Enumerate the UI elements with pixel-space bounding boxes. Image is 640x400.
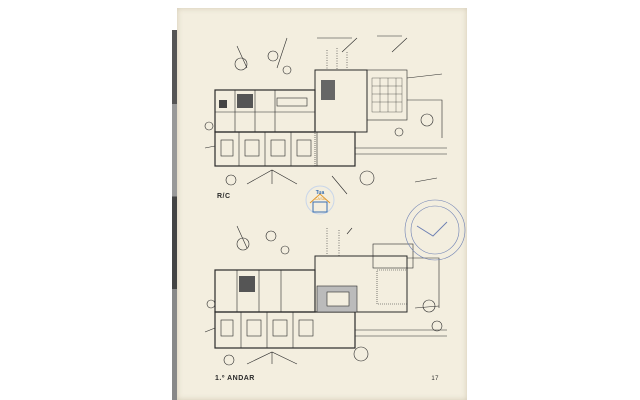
- document-page: R/C 1.º ANDAR 17 Tua CASA: [177, 8, 467, 400]
- scan-edge-strip: [172, 30, 177, 400]
- ground-floor-label: R/C: [217, 193, 231, 200]
- floor-plans-drawing: [204, 35, 466, 366]
- first-floor-label: 1.º ANDAR: [215, 375, 255, 382]
- circular-stamp-icon: [404, 199, 466, 261]
- watermark-line2: CASA: [314, 196, 326, 201]
- page-number: 17: [431, 376, 439, 382]
- ground-floor-plan: [204, 35, 447, 195]
- watermark-logo: Tua CASA: [303, 190, 337, 201]
- first-floor-plan: [204, 225, 447, 366]
- watermark-line1: Tua: [315, 190, 325, 196]
- house-logo-icon: [305, 185, 335, 215]
